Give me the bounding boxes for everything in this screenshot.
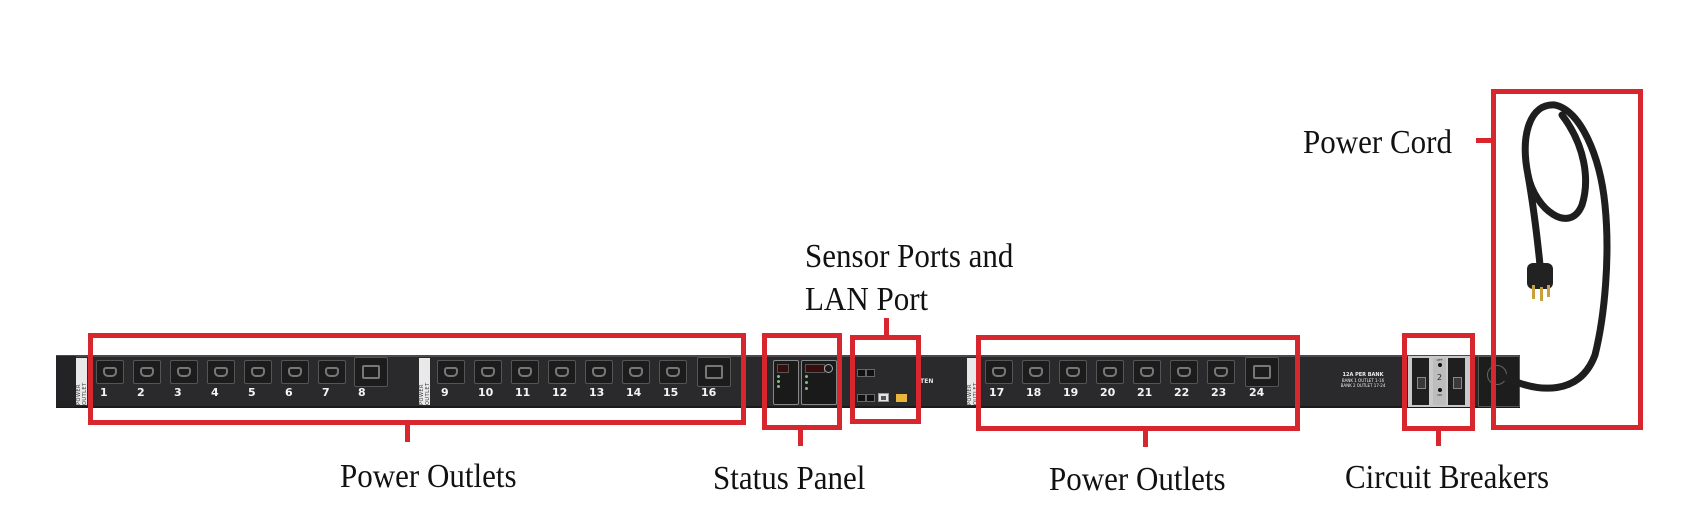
- outlet-number-11: 11: [515, 386, 531, 399]
- callout-label-sensor-lan-line2: LAN Port: [805, 279, 929, 318]
- power-cord-cable: [1496, 101, 1611, 392]
- circuit-breaker-1[interactable]: [1412, 358, 1429, 405]
- outlet-17[interactable]: [985, 360, 1013, 384]
- outlet-3[interactable]: [170, 360, 198, 384]
- outlet-number-19: 19: [1063, 386, 1079, 399]
- breaker-off-label: OFF: [1436, 358, 1443, 362]
- callout-label-power-outlets-left: Power Outlets: [340, 456, 517, 495]
- outlet-number-21: 21: [1137, 386, 1153, 399]
- callout-label-status-panel: Status Panel: [713, 458, 866, 497]
- bank-note-line2: BANK 1 OUTLET 1-16: [1341, 378, 1385, 383]
- outlet-19[interactable]: [1059, 360, 1087, 384]
- outlet-7[interactable]: [318, 360, 346, 384]
- outlet-23[interactable]: [1207, 360, 1235, 384]
- outlet-21[interactable]: [1133, 360, 1161, 384]
- outlet-14[interactable]: [622, 360, 650, 384]
- callout-label-power-outlets-right: Power Outlets: [1049, 459, 1226, 498]
- power-plug-icon: [1527, 263, 1553, 301]
- outlet-number-9: 9: [441, 386, 449, 399]
- outlet-22[interactable]: [1170, 360, 1198, 384]
- outlet-strip-label-3: POWER OUTLET: [967, 358, 979, 405]
- pdu-end-cap: [56, 356, 76, 407]
- callout-label-circuit-breakers: Circuit Breakers: [1345, 457, 1550, 496]
- outlet-strip-label-1: POWER OUTLET: [76, 358, 88, 405]
- outlet-number-22: 22: [1174, 386, 1190, 399]
- outlet-1[interactable]: [96, 360, 124, 384]
- outlet-4[interactable]: [207, 360, 235, 384]
- outlet-8[interactable]: [354, 357, 388, 387]
- sensor-port-2[interactable]: [866, 369, 875, 377]
- outlet-12[interactable]: [548, 360, 576, 384]
- lan-port[interactable]: [878, 393, 889, 402]
- outlet-number-17: 17: [989, 386, 1005, 399]
- terminal-block[interactable]: [896, 394, 907, 402]
- outlet-number-15: 15: [663, 386, 679, 399]
- circuit-breaker-2[interactable]: [1448, 358, 1465, 405]
- outlet-number-23: 23: [1211, 386, 1227, 399]
- brand-logo: ATEN: [916, 378, 934, 385]
- outlet-number-7: 7: [322, 386, 330, 399]
- outlet-9[interactable]: [437, 360, 465, 384]
- callout-label-sensor-lan-line1: Sensor Ports and: [805, 236, 1014, 275]
- callout-box-sensor-lan: [850, 335, 921, 424]
- outlet-5[interactable]: [244, 360, 272, 384]
- outlet-number-1: 1: [100, 386, 108, 399]
- outlet-18[interactable]: [1022, 360, 1050, 384]
- outlet-number-6: 6: [285, 386, 293, 399]
- callout-stem-power-outlets-left: [405, 425, 410, 442]
- outlet-number-2: 2: [137, 386, 145, 399]
- outlet-13[interactable]: [585, 360, 613, 384]
- outlet-number-13: 13: [589, 386, 605, 399]
- outlet-number-3: 3: [174, 386, 182, 399]
- callout-box-power-outlets-right: [976, 335, 1300, 431]
- callout-box-power-cord: [1491, 89, 1643, 430]
- outlet-number-14: 14: [626, 386, 642, 399]
- callout-stem-status-panel: [798, 430, 803, 446]
- callout-label-power-cord: Power Cord: [1303, 122, 1452, 161]
- breaker-label: OFF 2 ON: [1433, 358, 1446, 405]
- sensor-port-1[interactable]: [857, 369, 866, 377]
- status-display-1: [773, 360, 799, 405]
- power-cord: [1496, 101, 1611, 392]
- bank-note: 12A PER BANK BANK 1 OUTLET 1-16 BANK 2 O…: [1318, 372, 1408, 388]
- sensor-port-3[interactable]: [857, 394, 866, 402]
- outlet-20[interactable]: [1096, 360, 1124, 384]
- outlet-number-18: 18: [1026, 386, 1042, 399]
- outlet-15[interactable]: [659, 360, 687, 384]
- outlet-number-16: 16: [701, 386, 717, 399]
- outlet-11[interactable]: [511, 360, 539, 384]
- power-cord-lead: [1524, 171, 1544, 269]
- outlet-number-10: 10: [478, 386, 494, 399]
- outlet-number-5: 5: [248, 386, 256, 399]
- sensor-port-4[interactable]: [866, 394, 875, 402]
- breaker-bank-number: 2: [1436, 373, 1443, 382]
- outlet-number-12: 12: [552, 386, 568, 399]
- outlet-10[interactable]: [474, 360, 502, 384]
- callout-stem-power-outlets-right: [1143, 431, 1148, 447]
- callout-box-power-outlets-left: [88, 333, 746, 425]
- bank-note-line3: BANK 2 OUTLET 17-24: [1340, 383, 1386, 388]
- callout-box-status-panel: [762, 333, 842, 430]
- callout-stem-power-cord: [1476, 138, 1491, 143]
- outlet-number-24: 24: [1249, 386, 1265, 399]
- outlet-number-8: 8: [358, 386, 366, 399]
- bank-note-line1: 12A PER BANK: [1342, 372, 1384, 378]
- outlet-strip-label-2: POWER OUTLET: [419, 358, 431, 405]
- outlet-number-20: 20: [1100, 386, 1116, 399]
- outlet-16[interactable]: [697, 357, 731, 387]
- outlet-24[interactable]: [1245, 357, 1279, 387]
- status-display-2: [801, 360, 837, 405]
- outlet-6[interactable]: [281, 360, 309, 384]
- outlet-number-4: 4: [211, 386, 219, 399]
- callout-stem-circuit-breakers: [1436, 431, 1441, 446]
- breaker-on-label: ON: [1437, 393, 1442, 397]
- callout-stem-sensor-lan: [884, 318, 889, 335]
- outlet-2[interactable]: [133, 360, 161, 384]
- callout-box-circuit-breakers: [1402, 333, 1475, 431]
